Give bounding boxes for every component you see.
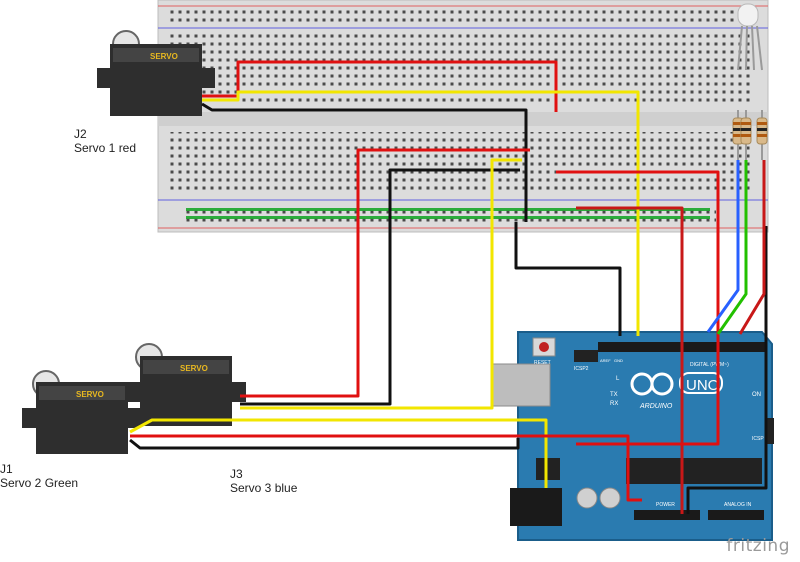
microcontroller-chip bbox=[626, 458, 762, 484]
wire-servo3-yellow bbox=[129, 418, 548, 488]
wires bbox=[129, 60, 768, 514]
aref-label: AREF bbox=[600, 358, 611, 363]
wire-servo2-black bbox=[240, 168, 520, 406]
wire-gnd-black bbox=[514, 222, 622, 336]
icsp2-label: ICSP2 bbox=[574, 366, 589, 372]
servo-1: SERVO bbox=[97, 30, 215, 116]
power-label: POWER bbox=[656, 502, 675, 508]
fritzing-logo: fritzing bbox=[726, 536, 790, 556]
j2-name: Servo 1 red bbox=[74, 141, 137, 155]
capacitor-2 bbox=[599, 487, 621, 509]
breadboard bbox=[157, 0, 769, 233]
power-header bbox=[634, 510, 700, 520]
icsp-header bbox=[766, 418, 774, 444]
wire-servo1-black bbox=[201, 102, 528, 222]
j1-label: J1 Servo 2 Green bbox=[0, 462, 78, 490]
wire-servo3-black bbox=[129, 438, 520, 450]
servo-1-label: SERVO bbox=[150, 52, 178, 61]
j3-ref: J3 bbox=[230, 467, 243, 481]
servo-3: SERVO bbox=[22, 370, 140, 454]
servo-3-label: SERVO bbox=[76, 390, 104, 399]
reset-label: RESET bbox=[534, 360, 551, 366]
rgb-led bbox=[737, 3, 763, 71]
rail-connected-dots bbox=[186, 208, 710, 219]
digital-label: DIGITAL (PWM~) bbox=[690, 362, 729, 368]
uno-text: UNO bbox=[686, 377, 719, 394]
servo-2-label: SERVO bbox=[180, 364, 208, 373]
j3-label: J3 Servo 3 blue bbox=[230, 467, 297, 495]
wire-led-blue bbox=[706, 160, 740, 333]
resistor-2 bbox=[740, 110, 752, 160]
analog-header bbox=[708, 510, 764, 520]
wire-gnd-bottom bbox=[686, 226, 768, 514]
rx-label: RX bbox=[610, 401, 618, 407]
wire-led-red bbox=[738, 160, 766, 335]
icsp-label: ICSP bbox=[752, 436, 764, 442]
arduino-logo: ARDUINO UNO bbox=[630, 372, 723, 410]
servo-2: SERVO bbox=[128, 343, 246, 426]
usb-port bbox=[491, 363, 551, 407]
wire-rail-red bbox=[556, 170, 720, 446]
wire-5v-red bbox=[576, 206, 684, 514]
j2-ref: J2 bbox=[74, 127, 87, 141]
power-jack bbox=[510, 488, 562, 526]
l-label: L bbox=[616, 376, 620, 382]
wire-servo1-red bbox=[202, 60, 558, 112]
wire-servo3-red bbox=[130, 434, 642, 502]
j3-name: Servo 3 blue bbox=[230, 481, 298, 495]
voltage-regulator bbox=[536, 458, 560, 480]
j1-ref: J1 bbox=[0, 462, 13, 476]
capacitor-1 bbox=[576, 487, 598, 509]
analog-label: ANALOG IN bbox=[724, 502, 752, 508]
resistor-3 bbox=[756, 110, 768, 160]
wire-servo2-yellow bbox=[240, 158, 522, 410]
resistors bbox=[732, 110, 768, 160]
wire-led-green bbox=[716, 160, 748, 335]
j2-label: J2 Servo 1 red bbox=[74, 127, 136, 155]
on-label: ON bbox=[752, 392, 761, 398]
j1-name: Servo 2 Green bbox=[0, 476, 79, 490]
tx-label: TX bbox=[610, 392, 618, 398]
arduino-brand-text: ARDUINO bbox=[639, 403, 673, 410]
wire-servo2-red bbox=[240, 148, 530, 398]
gnd-label: GND bbox=[614, 358, 623, 363]
